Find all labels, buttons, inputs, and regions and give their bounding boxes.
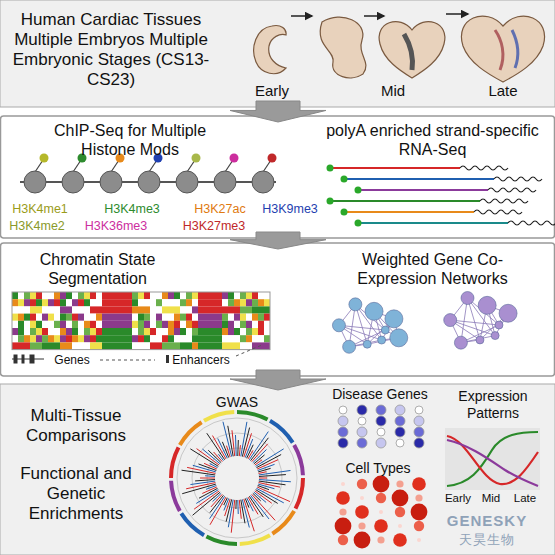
band-text: Mid — [370, 82, 416, 100]
band-text: H3K27me3 — [178, 219, 250, 234]
stage-band: Chromatin State SegmentationGenes Enhance… — [0, 243, 555, 376]
band-text: Late — [508, 492, 542, 506]
band-text: Genes — [48, 353, 96, 367]
stage-band: Multi-Tissue ComparisonsFunctional and G… — [0, 384, 555, 555]
stage-band: ChIP-Seq for Multiple Histone ModsH3K4me… — [0, 116, 555, 238]
band-text: H3K4me3 — [100, 202, 164, 217]
band-text: Human Cardiac Tissues Multiple Embryos M… — [6, 10, 216, 90]
band-text: Multi-Tissue Comparisons — [4, 406, 148, 446]
band-text: Disease Genes — [328, 386, 432, 403]
band-text: Early — [440, 492, 476, 506]
band-text: GWAS — [207, 394, 267, 411]
band-text: Early — [245, 82, 299, 100]
band-text: H3K4me2 — [4, 219, 70, 234]
flow-arrow — [230, 232, 326, 249]
band-text: polyA enriched strand-specific RNA-Seq — [320, 122, 545, 160]
band-text: Late — [478, 82, 528, 100]
band-text: Weighted Gene Co-Expression Networks — [330, 251, 535, 289]
band-text: H3K36me3 — [80, 219, 152, 234]
band-text: ChIP-Seq for Multiple Histone Mods — [40, 122, 220, 160]
watermark: 天昊生物 — [432, 532, 542, 547]
band-text: Functional and Genetic Enrichments — [4, 464, 148, 524]
stage-band: Human Cardiac Tissues Multiple Embryos M… — [0, 0, 555, 107]
flow-arrow — [230, 370, 326, 390]
band-text: Expression Patterns — [436, 388, 550, 421]
band-text: Enhancers — [168, 353, 234, 367]
band-text: Chromatin State Segmentation — [20, 251, 175, 289]
watermark: GENESKY — [432, 512, 542, 530]
band-text: Cell Types — [336, 460, 420, 477]
flow-arrow — [230, 101, 326, 122]
band-text: H3K27ac — [190, 202, 250, 217]
band-text: H3K9me3 — [258, 202, 322, 217]
band-text: Mid — [476, 492, 506, 506]
band-text: H3K4me1 — [8, 202, 72, 217]
